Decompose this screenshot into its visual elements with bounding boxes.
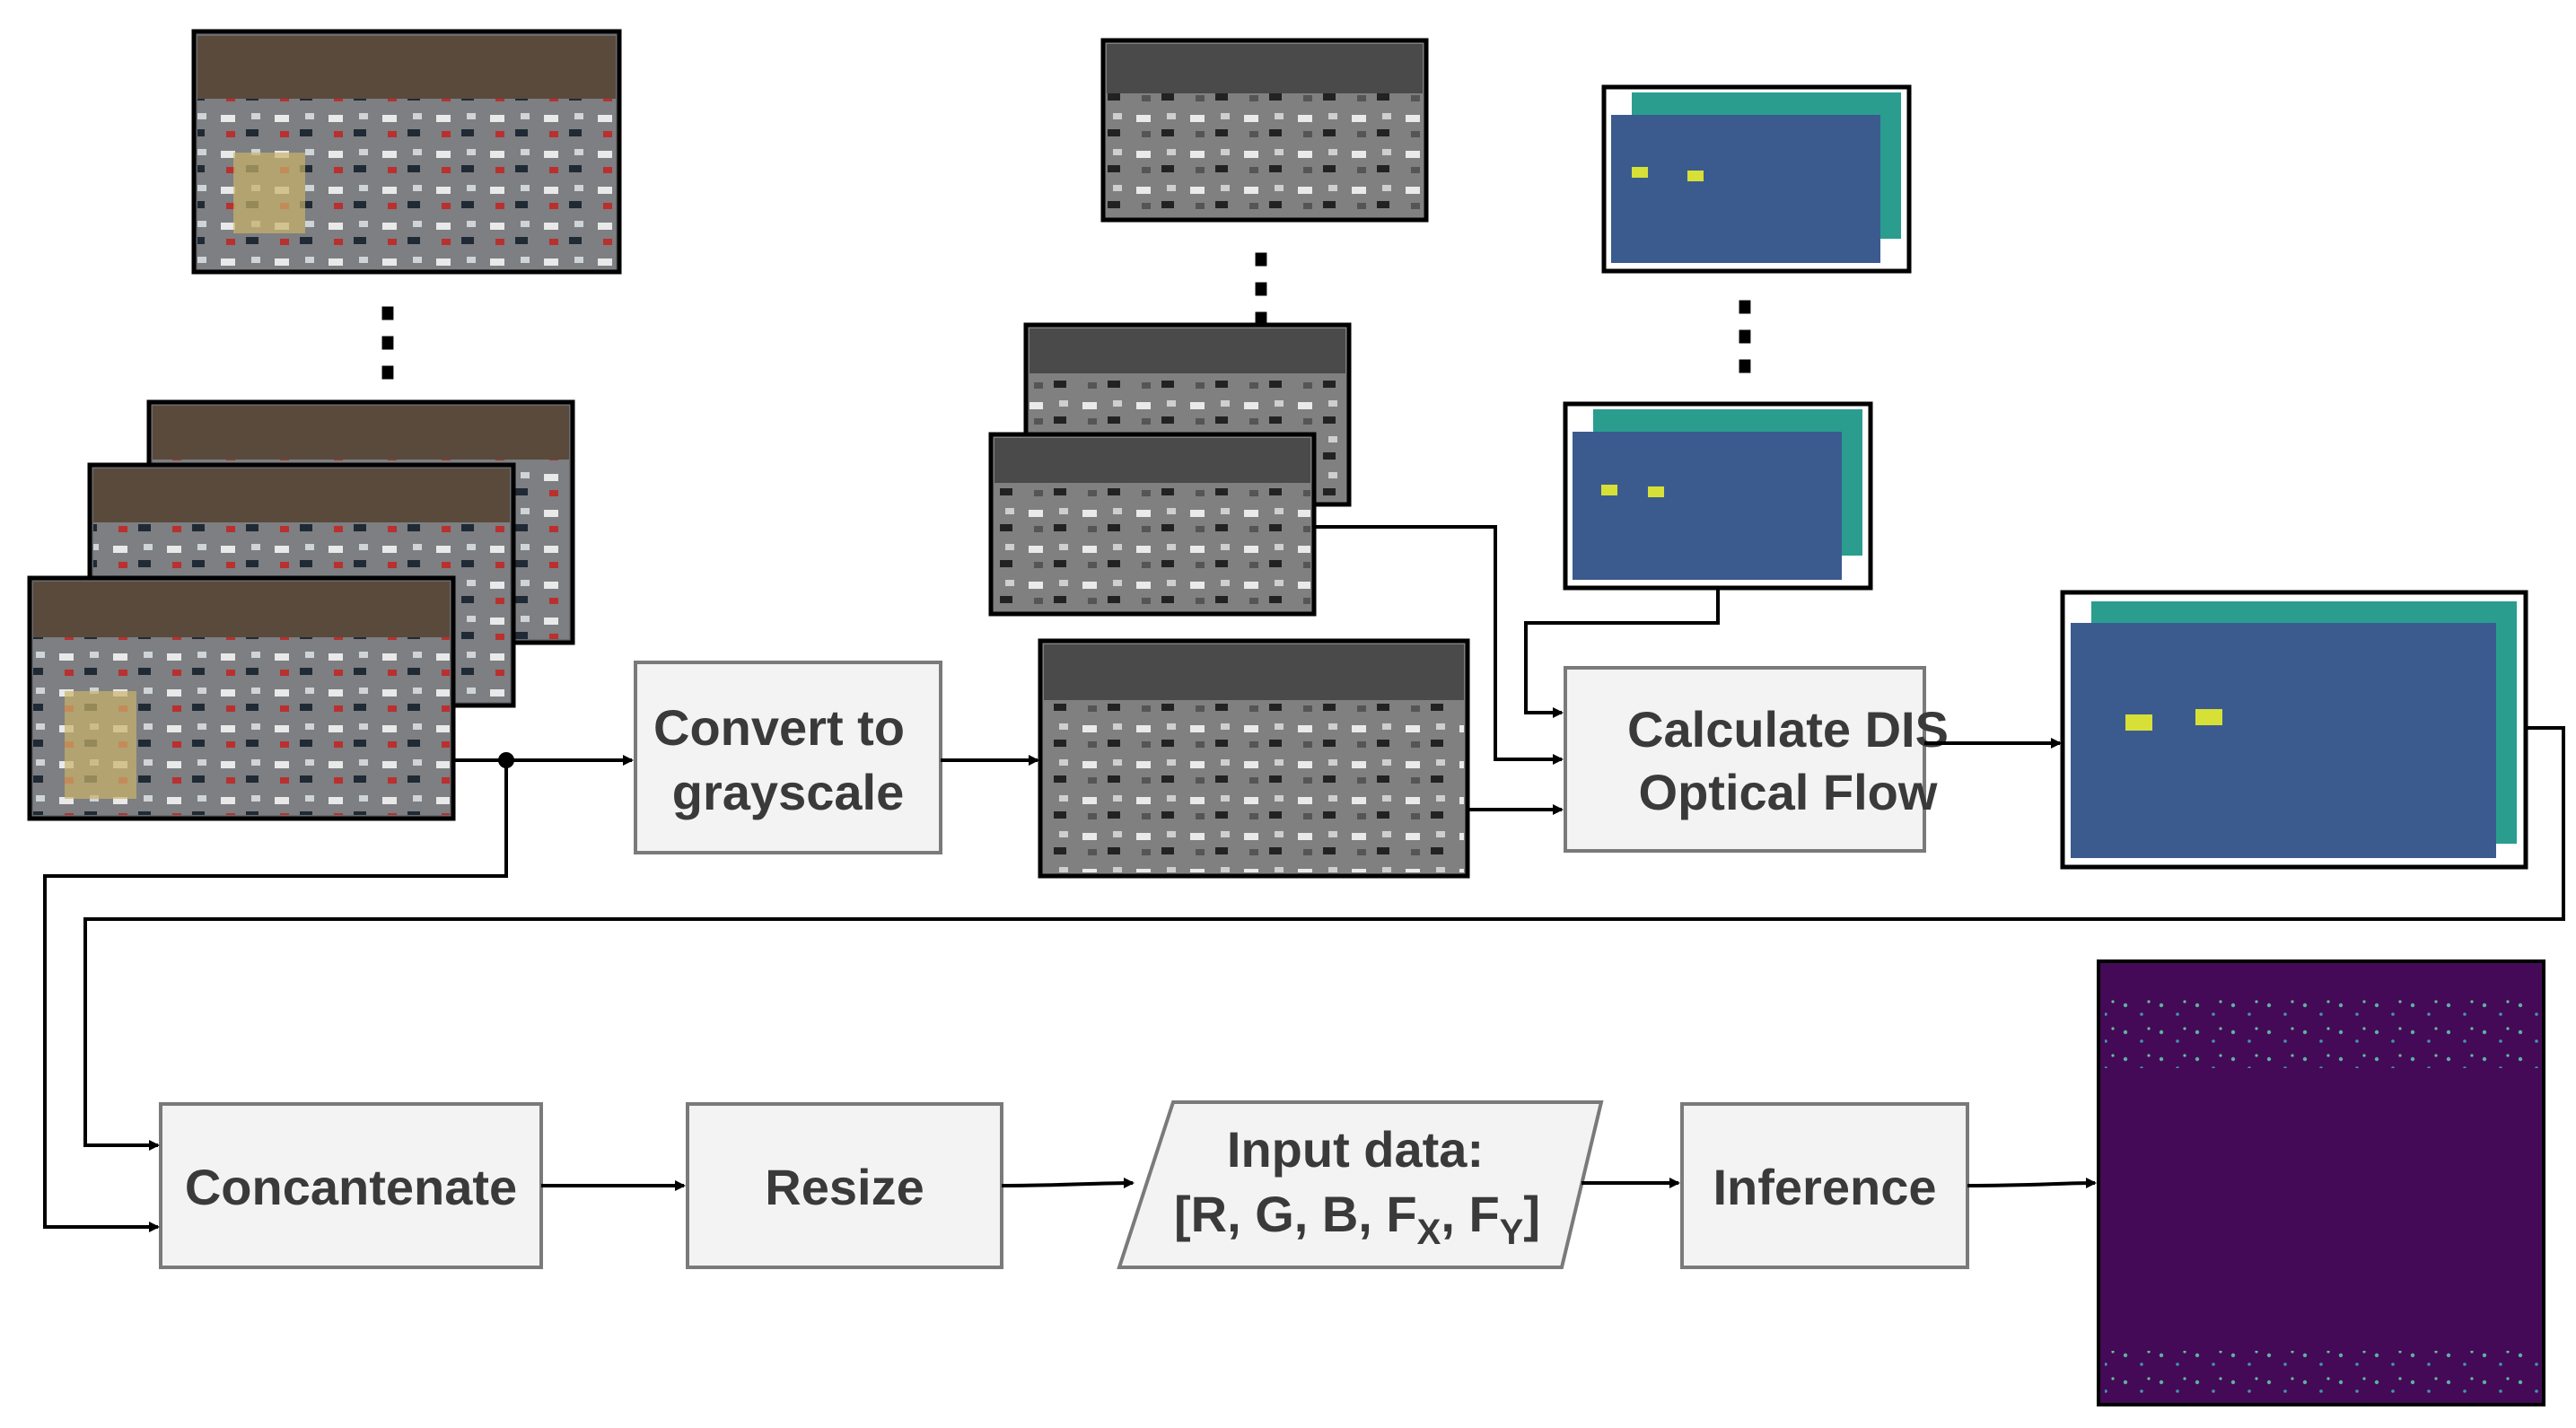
- concatenate-step: Concantenate: [159, 1102, 543, 1269]
- gray-frame-stack: [988, 322, 1352, 617]
- ellipsis-flow: ⋮: [1702, 286, 1788, 382]
- inference-step: Inference: [1680, 1102, 1969, 1269]
- concatenate-label: Concantenate: [185, 1159, 517, 1215]
- arrow-prev-flow-to-step: [1524, 588, 1720, 718]
- input-data-label-1: Input data:: [1227, 1121, 1484, 1178]
- resize-step: Resize: [686, 1102, 1003, 1269]
- line-rgb-to-concat-top: [43, 760, 508, 1232]
- inference-label: Inference: [1713, 1159, 1937, 1215]
- convert-grayscale-label-1: Convert to: [653, 699, 905, 756]
- optical-flow-label-2: Optical Flow: [1639, 764, 1938, 820]
- arrow-inference-to-output: [1967, 1178, 2097, 1189]
- input-data-step: Input data: [R, G, B, FX, FY]: [1117, 1100, 1604, 1269]
- rgb-frame-stack: [27, 399, 575, 821]
- resize-label: Resize: [765, 1159, 924, 1215]
- convert-grayscale-step: Convert to grayscale: [634, 661, 942, 854]
- optical-flow-step: Calculate DIS Optical Flow: [1564, 666, 1949, 853]
- gray-frame-top: [1100, 38, 1429, 223]
- flow-frame-middle: [1563, 401, 1873, 591]
- rgb-frame-front: [27, 575, 456, 821]
- convert-grayscale-label-2: grayscale: [672, 764, 904, 820]
- flow-frame-result: [2060, 590, 2528, 870]
- input-data-label-2: [R, G, B, FX, FY]: [1174, 1186, 1540, 1252]
- connectors: [43, 525, 2565, 1232]
- flow-frame-top: [1601, 84, 1912, 274]
- ellipsis-gray: ⋮: [1218, 239, 1304, 335]
- line-flow-to-concat-top: [83, 726, 2565, 1151]
- arrow-resize-to-input: [1001, 1178, 1135, 1189]
- gray-frame-converted: [1038, 638, 1470, 879]
- gray-frame-front: [988, 432, 1317, 617]
- optical-flow-label-1: Calculate DIS: [1627, 701, 1949, 758]
- ellipsis-rgb: ⋮: [345, 293, 431, 389]
- arrow-prev-gray-to-flow: [1314, 525, 1564, 765]
- output-density-map: [2097, 959, 2545, 1406]
- rgb-frame-top: [191, 29, 622, 275]
